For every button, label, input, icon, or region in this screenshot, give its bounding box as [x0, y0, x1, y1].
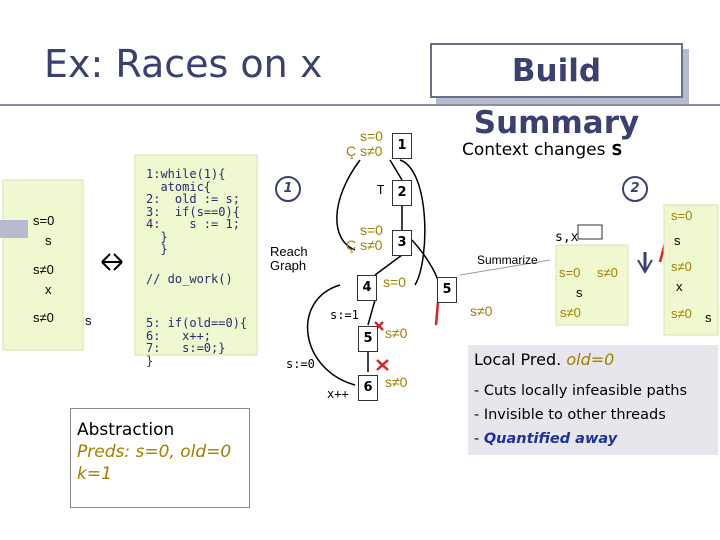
abstraction-k: k=1 [77, 464, 112, 484]
left-state-1b: s [45, 233, 52, 248]
title-var: x [299, 42, 323, 86]
code-panel [134, 154, 258, 356]
summary-arrow [637, 259, 653, 274]
left-state-3: s≠0 [33, 310, 54, 325]
legend-item-3-text: Quantified away [483, 431, 618, 447]
context-label: Context changes [462, 140, 611, 160]
legend-item-2: - Invisible to other threads [474, 407, 666, 423]
summary-node [577, 224, 603, 240]
cfa-edge-xpp: x++ [327, 387, 349, 401]
code-work-comment: // do_work() [146, 272, 233, 286]
context-changes-label: Context changes s [462, 136, 623, 160]
summarize-label: Summarize [477, 253, 538, 267]
context-circle: 2 [622, 176, 648, 202]
summary-r2: s≠0 [597, 265, 618, 280]
code-line-4: 4: s := 1; [146, 217, 240, 231]
cfa-node-3: 3 [392, 230, 412, 256]
legend-item-3-prefix: - [474, 431, 484, 447]
cfa-node-4: 4 [357, 275, 377, 301]
right-state-c: s≠0 [671, 306, 692, 321]
double-arrow [101, 253, 123, 271]
right-state-panel [663, 204, 719, 336]
title-divider [0, 104, 720, 106]
code-line-3: 3: if(s==0){ [146, 204, 240, 219]
summary-sx: s,x [555, 230, 579, 245]
legend-title-prefix: Local Pred. [474, 350, 567, 369]
cfa-edge-s0: s:=0 [286, 357, 315, 371]
code-line-1b: atomic{ [146, 179, 212, 194]
summary-connector [459, 259, 551, 276]
summary-rs: s [576, 285, 583, 300]
code-block-2: 5: if(old==0){6: x++;7: s:=0;}} [146, 317, 247, 367]
abstraction-preds-label: Preds: [77, 442, 136, 462]
right-state-cb: s [705, 310, 712, 325]
summary-node-5: 5 [437, 277, 457, 303]
title-prefix: Ex: Races on [44, 42, 300, 86]
legend-title-pred: old=0 [566, 350, 615, 369]
code-line-7: 7: s:=0;} [146, 341, 226, 355]
cfa-pred-3b: Ç s≠0 [346, 237, 383, 253]
code-line-4b: } [146, 229, 168, 244]
reach-circle: 1 [275, 176, 301, 202]
cfa-pred-1a: s=0 [360, 128, 383, 144]
abstraction-preds: Preds: s=0, old=0 [77, 441, 243, 463]
right-state-a: s=0 [671, 208, 693, 223]
code-line-6: 6: x++; [146, 328, 212, 343]
cfa-node-6: 6 [358, 375, 378, 401]
right-state-b: s≠0 [671, 259, 692, 274]
legend-item-3: - Quantified away [474, 431, 617, 447]
abstraction-box: Abstraction Preds: s=0, old=0 k=1 [70, 408, 250, 508]
legend-title: Local Pred. old=0 [474, 350, 614, 369]
cfa-edge-s1: s:=1 [330, 308, 359, 322]
code-line-1: 1:while(1){ [146, 167, 226, 181]
summary-rb: s≠0 [560, 305, 581, 320]
left-state-1: s=0 [33, 213, 55, 228]
slide-title: Ex: Races on x [44, 42, 323, 86]
cfa-pred-6: s≠0 [385, 374, 408, 390]
left-arrow-marker [0, 220, 28, 238]
right-state-ab: s [674, 233, 681, 248]
code-line-close: } [146, 353, 154, 368]
cfa-edges [306, 159, 441, 386]
abstraction-preds-val: s=0, old=0 [135, 442, 232, 462]
reach-label-2: Graph [270, 258, 307, 273]
build-summary-box: Build Summary [430, 43, 683, 141]
summary-s-ne0: s≠0 [470, 303, 493, 319]
left-state-3b: s [85, 313, 92, 328]
reach-label-1: Reach [270, 244, 308, 259]
context-var: s [610, 136, 623, 160]
legend-item-1: - Cuts locally infeasible paths [474, 383, 688, 399]
cfa-pred-5: s≠0 [385, 325, 408, 341]
code-block: 1:while(1){ atomic{2: old := s;3: if(s==… [146, 168, 240, 256]
cfa-node-2: 2 [392, 180, 412, 206]
local-pred-panel [468, 345, 718, 455]
left-state-panel [2, 179, 84, 351]
cfa-pred-3a: s=0 [360, 222, 383, 238]
cfa-edge-T: T [377, 183, 385, 197]
cfa-pred-4: s=0 [383, 274, 406, 290]
cfa-pred-1b: Ç s≠0 [346, 143, 383, 159]
left-state-2b: x [45, 282, 52, 297]
code-line-2: 2: old := s; [146, 192, 240, 206]
abstraction-title: Abstraction [77, 420, 175, 440]
cfa-node-1: 1 [392, 133, 412, 159]
left-state-2: s≠0 [33, 262, 54, 277]
summary-r1: s=0 [559, 265, 581, 280]
summary-panel [555, 244, 629, 326]
right-state-bb: x [676, 279, 683, 294]
code-line-5: 5: if(old==0){ [146, 316, 248, 330]
cfa-node-5: 5 [358, 326, 378, 352]
code-line-4c: } [146, 242, 168, 256]
